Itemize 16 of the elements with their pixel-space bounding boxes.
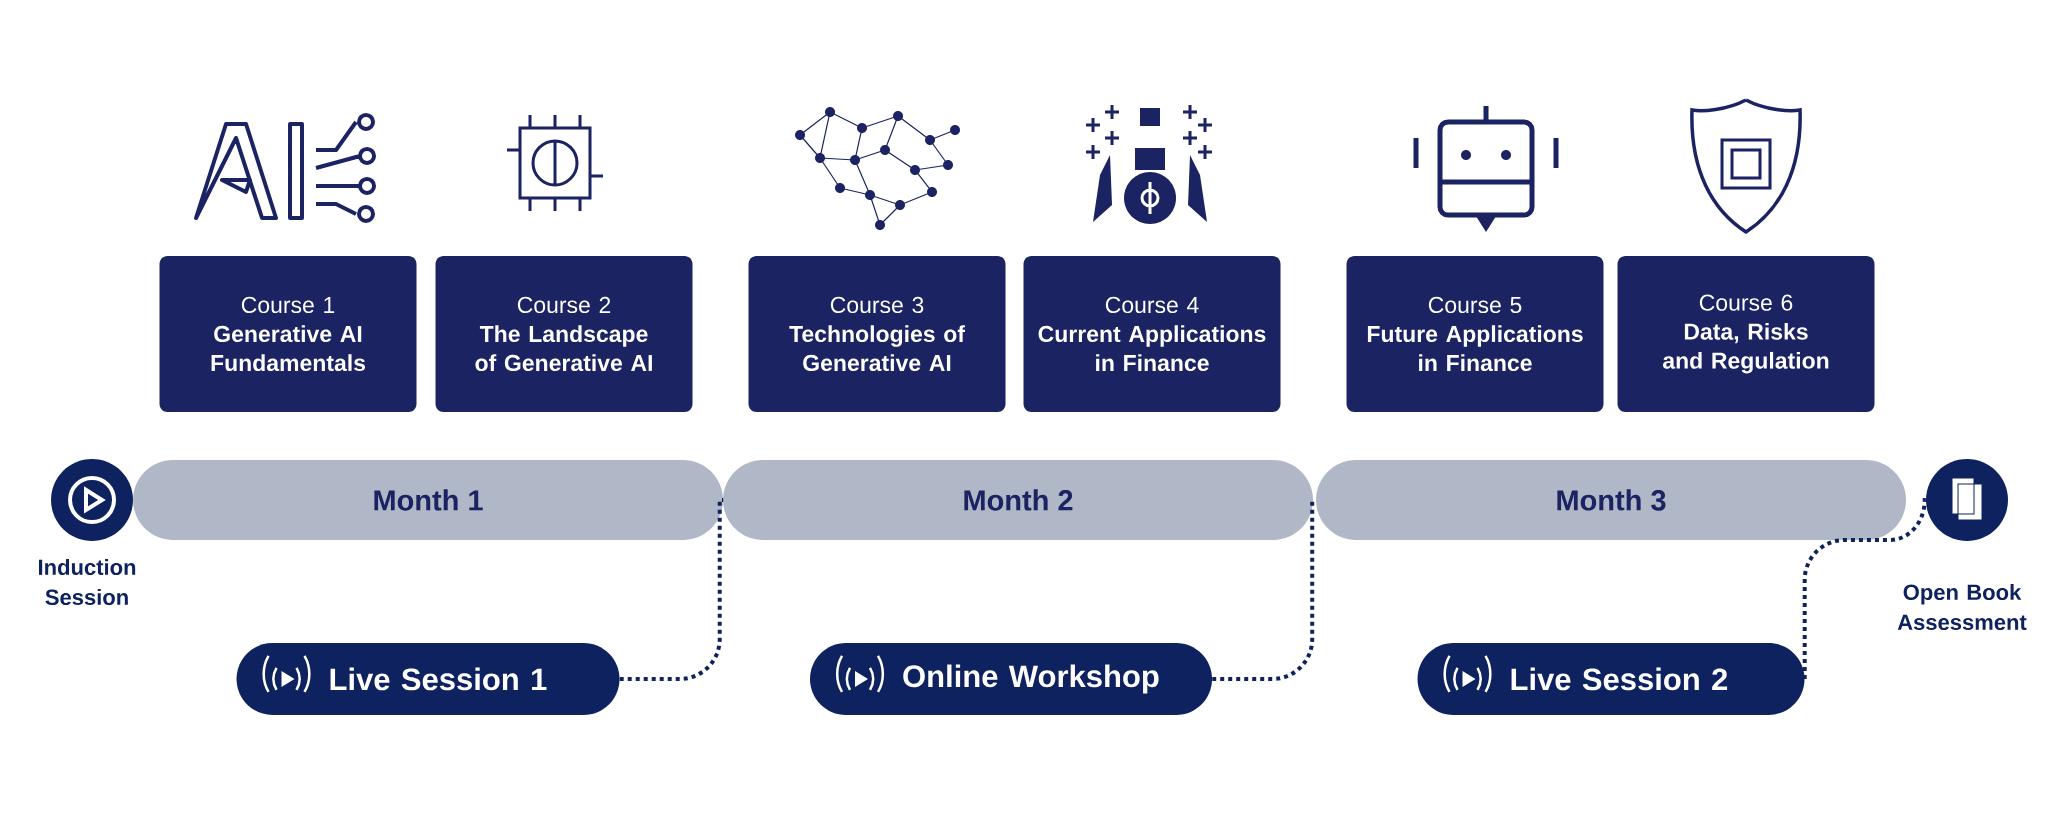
milestone-label: Open Book Assessment <box>1897 583 2027 631</box>
course-box: Course 3 Technologies of Generative AI <box>748 256 1006 412</box>
course-box: Course 2 The Landscape of Generative AI <box>435 256 693 412</box>
dotted-connector <box>1802 498 1928 679</box>
session-pill: Live Session 2 <box>1417 643 1805 715</box>
milestone-label: Induction Session <box>39 558 136 606</box>
course-box: Course 6 Data, Risks and Regulation <box>1617 256 1875 412</box>
month-bar: Month 3 <box>1316 460 1906 540</box>
month-bar: Month 2 <box>723 460 1313 540</box>
course-box: Course 1 Generative AI Fundamentals <box>159 256 417 412</box>
course-box: Course 4 Current Applications in Finance <box>1023 256 1281 412</box>
milestone-circle <box>51 459 133 541</box>
session-pill: Live Session 1 <box>236 643 620 715</box>
course-box: Course 5 Future Applications in Finance <box>1346 256 1604 412</box>
session-pill: Online Workshop <box>810 643 1212 715</box>
month-bar: Month 1 <box>133 460 723 540</box>
